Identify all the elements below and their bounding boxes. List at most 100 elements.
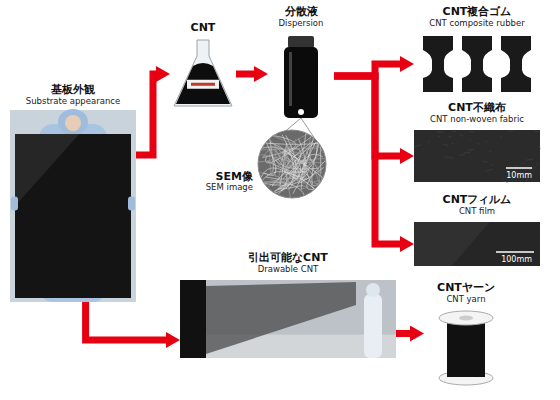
dumbbell-sample [501,36,531,92]
dispersion-photo: 分散液Dispersion [268,6,334,118]
substrate-board [15,134,131,298]
sem-callout: SEM像SEM image [196,129,327,199]
english-heading: Substrate appearance [10,97,136,107]
dumbbell-sample [462,36,492,92]
substrate-photo: 基板外観Substrate appearance [10,84,136,302]
photo-illustration [10,110,136,302]
fabric-texture [451,143,453,144]
flow-arrow [334,76,400,156]
fabric-texture [464,152,470,153]
fabric-texture [486,169,493,171]
cnt-fiber [285,132,315,185]
caption-group: SEM像SEM image [196,171,253,193]
person-hand [11,196,18,210]
board-sheen [15,134,79,206]
cnt-fiber [284,161,301,166]
fabric-photo: CNT不織布CNT non-woven fabric 10mm [414,102,540,182]
caption-group: 基板外観Substrate appearance [10,84,136,106]
japanese-heading: SEM像 [196,171,253,184]
cnt-fiber [260,134,263,139]
person-hand [128,196,135,210]
english-heading: SEM image [196,183,253,193]
japanese-heading: CNTヤーン [424,282,508,295]
spool-hole [459,316,473,321]
person-body [364,294,382,358]
film-sheen [414,222,490,266]
japanese-heading: CNT複合ゴム [414,6,540,19]
flow-arrow [396,330,410,337]
fabric-texture [449,157,454,158]
scale-bar [506,167,532,169]
fabric-texture [486,161,488,163]
fabric-texture [444,156,448,158]
scale-label: 10mm [506,172,532,180]
cnt-fiber [261,132,276,175]
sem-image [257,129,327,199]
sem-rim [258,130,326,198]
english-heading: CNT film [414,207,540,217]
wound-yarn [447,319,485,377]
photo-illustration [414,34,540,94]
fabric-texture [500,136,502,137]
room-background [10,110,136,302]
flow-arrow [334,76,400,244]
fabric-texture [491,163,494,166]
sem-disc [258,130,326,198]
japanese-heading: CNT [170,22,236,35]
substrate-edge [180,280,206,358]
cnt-fiber [260,172,315,190]
cnt-fiber [272,143,312,186]
drawn-cnt-sheet [206,282,356,354]
cnt-fiber [297,186,308,189]
fabric-texture [469,131,474,133]
fabric-texture [476,158,478,160]
caption-group: CNT [170,22,236,35]
fabric-texture [523,162,525,164]
japanese-heading: 引出可能なCNT [180,252,396,265]
japanese-heading: 基板外観 [10,84,136,97]
scale-label: 100mm [501,256,532,264]
flow-arrow [236,71,254,78]
english-heading: Dispersion [268,19,334,29]
zoom-spot [298,109,304,115]
fabric-texture [503,181,508,182]
bottle-body [284,47,318,118]
caption-group: CNT複合ゴムCNT composite rubber [414,6,540,28]
fabric-texture [459,134,464,137]
scale-bar [496,251,534,253]
person-hood [58,109,88,135]
person-face [65,115,81,131]
photo-illustration [424,310,508,386]
fabric-texture [414,145,421,147]
fabric-texture [448,136,452,137]
fabric-texture [508,130,513,132]
cnt-fiber [259,139,296,162]
fabric-texture [526,159,533,160]
cnt-fiber [275,150,301,191]
japanese-heading: CNT不織布 [414,102,540,115]
drawing-part [257,129,327,198]
person-head [366,283,380,297]
fabric-texture [469,140,471,141]
cnt-fiber [270,146,282,173]
cnt-fiber [309,130,326,149]
cnt-powder [176,63,230,104]
japanese-heading: CNTフィルム [414,194,540,207]
caption-group: CNT不織布CNT non-woven fabric [414,102,540,124]
caption-group: 分散液Dispersion [268,6,334,28]
flask-label-mark [191,83,215,86]
fabric-texture [437,131,444,132]
japanese-heading: 分散液 [268,6,334,19]
cnt-fiber [307,140,318,161]
caption-group: 引出可能なCNTDrawable CNT [180,252,396,274]
room-background [180,280,396,358]
fabric-texture [453,131,456,132]
cnt-fiber [269,146,311,182]
fabric-texture [477,143,480,145]
cnt-photo: CNT [170,22,236,110]
fabric-texture [443,144,448,146]
caption-group: CNTフィルムCNT film [414,194,540,216]
rubber-photo: CNT複合ゴムCNT composite rubber [414,6,540,94]
film-photo: CNTフィルムCNT film 100mm [414,194,540,266]
